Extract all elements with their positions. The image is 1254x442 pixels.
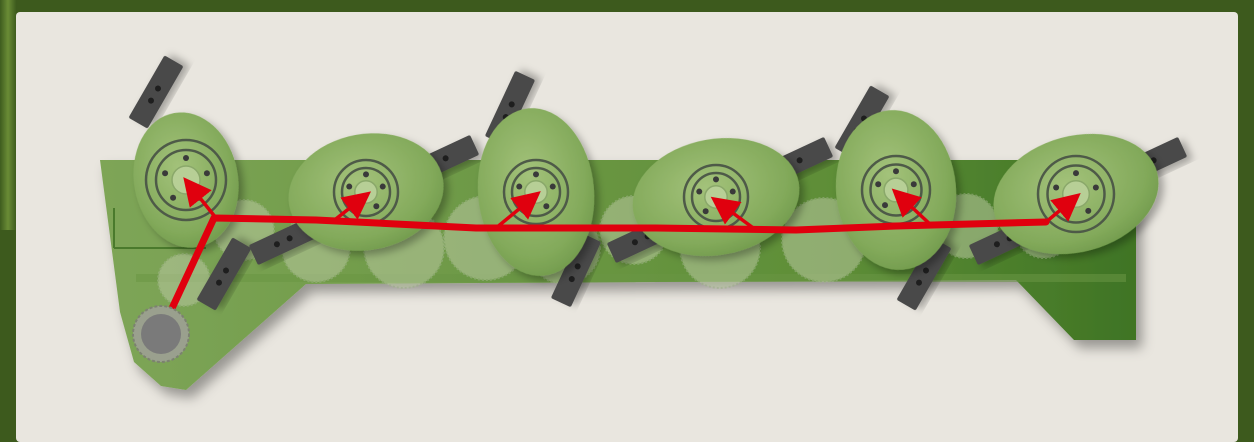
power-flow-arrows — [183, 177, 1081, 232]
power-flow-arrow-icon — [710, 196, 758, 232]
cutter-bar-lower-rail — [136, 274, 1126, 282]
power-flow-arrow-icon — [494, 191, 541, 230]
power-flow-arrow-icon — [330, 191, 372, 224]
power-flow-arrow-icon — [1044, 193, 1081, 224]
drive-path — [157, 177, 1081, 336]
knife-blade-icon — [129, 56, 183, 128]
knife-blade-icon — [897, 238, 951, 310]
disc-mower-diagram — [16, 12, 1238, 442]
mower-diagram-panel — [16, 12, 1238, 442]
foliage-edge — [0, 0, 16, 230]
power-flow-line — [157, 214, 1050, 336]
power-flow-arrow-icon — [183, 177, 218, 220]
drive-hub-icon — [132, 305, 190, 363]
knife-blade-icon — [551, 233, 601, 307]
power-flow-arrow-icon — [891, 188, 934, 228]
knife-blade-icon — [197, 238, 251, 310]
